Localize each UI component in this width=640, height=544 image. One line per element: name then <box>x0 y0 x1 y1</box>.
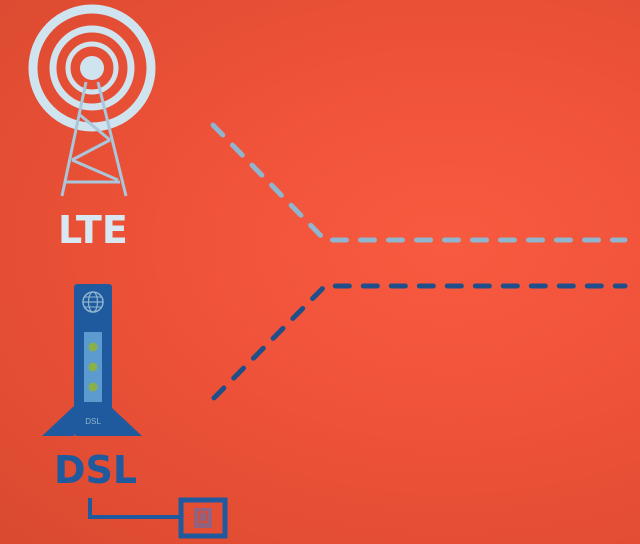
dsl-label: DSL <box>54 448 138 492</box>
wall-socket-icon <box>88 497 228 539</box>
dsl-modem-icon: DSL <box>42 284 142 436</box>
lte-tower-icon <box>28 4 156 197</box>
device-label: DSL <box>85 417 101 426</box>
lte-connection-line <box>210 122 628 243</box>
dsl-connection-line <box>211 283 628 401</box>
lte-label: LTE <box>58 208 128 252</box>
